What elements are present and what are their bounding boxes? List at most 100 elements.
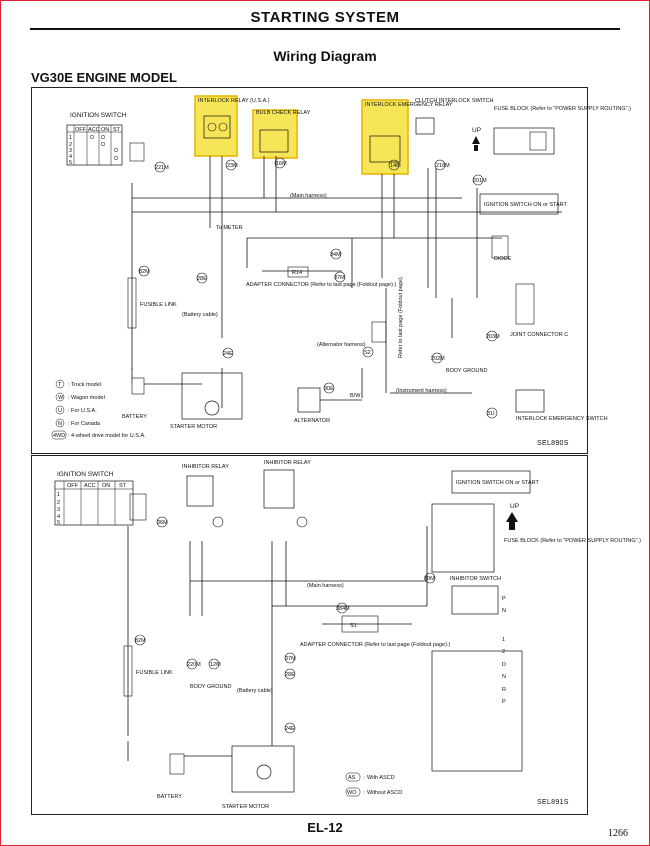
svg-text:R: R (502, 687, 506, 693)
svg-text:IGNITION SWITCH ON or START: IGNITION SWITCH ON or START (456, 480, 540, 486)
svg-text:ALTERNATOR: ALTERNATOR (294, 418, 330, 424)
svg-text:D: D (502, 662, 506, 668)
top-relays: INTERLOCK RELAY (U.S.A.) 23M BULB CHECK … (198, 98, 494, 171)
svg-text:4: 4 (57, 514, 60, 520)
svg-text:INHIBITOR SWITCH: INHIBITOR SWITCH (450, 576, 501, 582)
svg-text:4WD: 4WD (53, 433, 65, 439)
svg-text:24E: 24E (223, 351, 233, 357)
svg-text:ACC: ACC (88, 127, 100, 133)
top-diagram-code: SEL890S (537, 440, 569, 447)
svg-text:BATTERY: BATTERY (122, 414, 147, 420)
svg-text:OFF: OFF (75, 127, 87, 133)
svg-text:ADAPTER CONNECTOR (Refer to la: ADAPTER CONNECTOR (Refer to last page (F… (246, 282, 396, 288)
svg-text:ACC: ACC (84, 483, 96, 489)
svg-text:INHIBITOR RELAY: INHIBITOR RELAY (182, 464, 229, 470)
bottom-fuse-block: IGNITION SWITCH ON or START UP FUSE BLOC… (431, 470, 641, 573)
svg-text:UP: UP (472, 127, 481, 134)
svg-text:: For U.S.A.: : For U.S.A. (68, 408, 97, 414)
svg-text:P: P (502, 699, 506, 705)
bottom-wiring-panel: IGNITION SWITCH OFF ACC ON ST 1 2 3 4 5 … (31, 455, 641, 815)
svg-text:: With ASCD: : With ASCD (364, 775, 395, 781)
svg-text:34M: 34M (330, 252, 341, 258)
svg-text:: 4-wheel drive model for U.S.: : 4-wheel drive model for U.S.A. (68, 433, 146, 439)
highlight-interlock-emergency (362, 100, 408, 174)
svg-text:5: 5 (69, 160, 72, 166)
svg-text:(Main harness): (Main harness) (307, 583, 344, 589)
svg-text:W: W (58, 395, 64, 401)
svg-text:: Truck model: : Truck model (68, 382, 101, 388)
svg-text:(Battery cable): (Battery cable) (237, 688, 273, 694)
svg-text:(Main harness): (Main harness) (290, 193, 327, 199)
svg-text:2: 2 (69, 142, 72, 148)
svg-text:N: N (502, 608, 506, 614)
page-number: EL-12 (307, 820, 343, 835)
bottom-inhibitor-relays: INHIBITOR RELAY INHIBITOR RELAY (182, 460, 311, 528)
svg-text:2: 2 (502, 649, 505, 655)
bottom-inhibitor-switch: 80M INHIBITOR SWITCH P N 1 2 D N R P (424, 572, 523, 772)
svg-text:CLUTCH INTERLOCK SWITCH: CLUTCH INTERLOCK SWITCH (415, 98, 494, 104)
bottom-diagram-svg: IGNITION SWITCH OFF ACC ON ST 1 2 3 4 5 … (54, 460, 641, 810)
svg-text:37M: 37M (285, 656, 296, 662)
diagram-title: Wiring Diagram (273, 48, 377, 64)
svg-text:220M: 220M (187, 662, 201, 668)
svg-text:37M: 37M (334, 275, 345, 281)
svg-text:DIODE: DIODE (494, 256, 512, 262)
svg-text:IGNITION SWITCH ON or START: IGNITION SWITCH ON or START (484, 202, 568, 208)
svg-text:28E: 28E (285, 672, 295, 678)
svg-text:ST: ST (119, 483, 127, 489)
svg-text:(Instrument harness): (Instrument harness) (396, 388, 447, 394)
section-title: STARTING SYSTEM (250, 9, 400, 26)
svg-text:216M: 216M (436, 163, 450, 169)
svg-text:FUSE BLOCK (Refer to "POWER SU: FUSE BLOCK (Refer to "POWER SUPPLY ROUTI… (494, 106, 631, 112)
svg-text:: Without ASCD: : Without ASCD (364, 790, 402, 796)
svg-text:N: N (502, 674, 506, 680)
svg-text:INHIBITOR RELAY: INHIBITOR RELAY (264, 460, 311, 466)
svg-text:ST: ST (113, 127, 121, 133)
svg-text:BATTERY: BATTERY (157, 794, 182, 800)
svg-text:STARTER MOTOR: STARTER MOTOR (170, 424, 217, 430)
svg-text:3: 3 (69, 148, 72, 154)
svg-text:FUSIBLE LINK: FUSIBLE LINK (136, 670, 173, 676)
bottom-power: 82M FUSIBLE LINK 220M 12M BODY GROUND (B… (123, 634, 296, 810)
svg-text:ON: ON (101, 127, 109, 133)
svg-text:INTERLOCK EMERGENCY SWITCH: INTERLOCK EMERGENCY SWITCH (516, 416, 608, 422)
svg-text:1: 1 (502, 637, 505, 643)
svg-text:ON: ON (102, 483, 110, 489)
svg-text:FUSE BLOCK (Refer to "POWER SU: FUSE BLOCK (Refer to "POWER SUPPLY ROUTI… (504, 538, 641, 544)
svg-text:JOINT CONNECTOR C: JOINT CONNECTOR C (510, 332, 568, 338)
svg-text:FUSIBLE LINK: FUSIBLE LINK (140, 302, 177, 308)
svg-text:B/W: B/W (350, 393, 361, 399)
svg-text:T: T (58, 382, 62, 388)
top-ign-title: IGNITION SWITCH (70, 112, 127, 119)
svg-text:384M: 384M (336, 606, 350, 612)
bottom-diagram-code: SEL891S (537, 799, 569, 806)
svg-text:N: N (58, 421, 62, 427)
svg-text:BULB CHECK RELAY: BULB CHECK RELAY (256, 110, 311, 116)
bottom-ignition-switch: IGNITION SWITCH OFF ACC ON ST 1 2 3 4 5 … (54, 471, 168, 528)
svg-text:1: 1 (57, 492, 60, 498)
svg-text:Refer to last page (Foldout pa: Refer to last page (Foldout page). (398, 275, 404, 358)
svg-text:30E: 30E (324, 386, 334, 392)
svg-text:BODY GROUND: BODY GROUND (446, 368, 487, 374)
svg-text:WO: WO (347, 790, 357, 796)
svg-text:14M: 14M (390, 163, 401, 169)
svg-text:INTERLOCK EMERGENCY RELAY: INTERLOCK EMERGENCY RELAY (365, 102, 453, 108)
svg-text:3: 3 (57, 507, 60, 513)
svg-text:: Wagon model: : Wagon model (68, 395, 105, 401)
svg-text:UP: UP (510, 503, 519, 510)
top-smj: Refer to last page (Foldout page). S2 20… (362, 275, 500, 374)
svg-text:2: 2 (57, 500, 60, 506)
model-label: VG30E ENGINE MODEL (31, 70, 177, 85)
highlight-bulb-check (253, 110, 297, 158)
svg-text:To METER: To METER (216, 225, 243, 231)
svg-text:24E: 24E (285, 726, 295, 732)
svg-text:221M: 221M (155, 165, 169, 171)
svg-text:R14: R14 (292, 270, 302, 276)
svg-text:16M: 16M (276, 161, 287, 167)
bottom-notes: AS : With ASCD WO : Without ASCD (345, 772, 402, 797)
svg-text:S1: S1 (350, 623, 357, 629)
svg-text:12M: 12M (210, 662, 221, 668)
svg-text:201M: 201M (473, 178, 487, 184)
svg-text:4: 4 (69, 154, 72, 160)
svg-text:OFF: OFF (67, 483, 79, 489)
